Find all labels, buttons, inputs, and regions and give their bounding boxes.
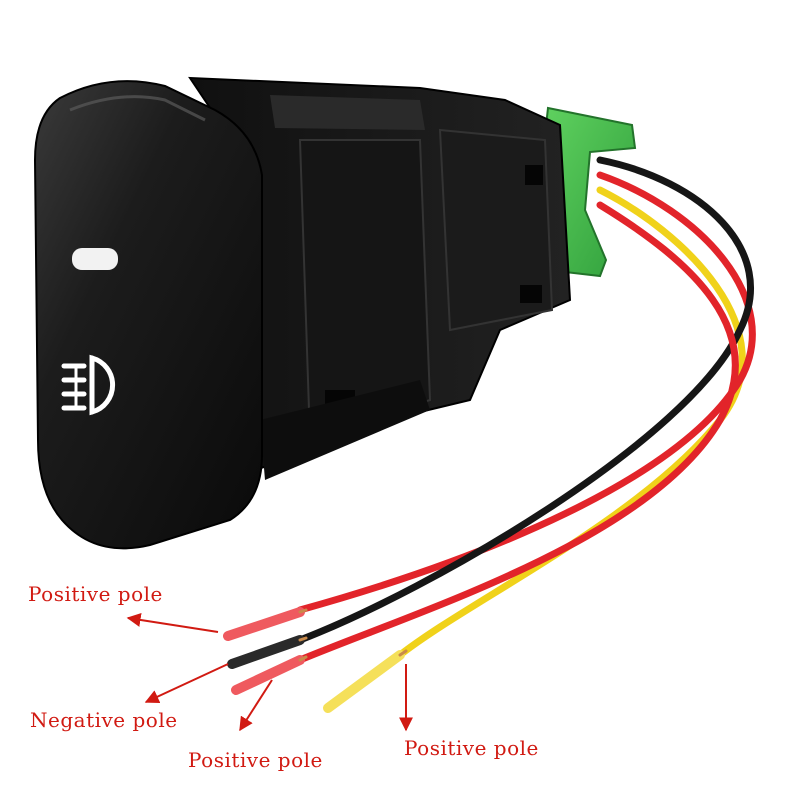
annotation-arrows	[126, 613, 413, 732]
fog-light-icon	[61, 354, 116, 416]
switch-face	[33, 80, 263, 550]
black-wire	[296, 156, 754, 644]
arrow-negative-pole	[144, 663, 229, 704]
annotation-negative-pole: Negative pole	[30, 708, 178, 732]
red-tip-2	[231, 655, 305, 695]
yellow-tip	[323, 650, 405, 713]
black-tip	[227, 635, 305, 669]
annotation-positive-pole-1: Positive pole	[28, 582, 163, 606]
wire-bundle	[223, 156, 756, 713]
red-wire-lower	[296, 201, 739, 664]
switch-housing	[188, 76, 572, 480]
arrow-positive-pole-1	[126, 613, 219, 633]
indicator-led	[72, 248, 118, 270]
annotation-positive-pole-2: Positive pole	[188, 748, 323, 772]
red-tip-1	[223, 607, 305, 641]
arrow-positive-pole-2	[239, 679, 273, 732]
annotation-positive-pole-3: Positive pole	[404, 736, 539, 760]
